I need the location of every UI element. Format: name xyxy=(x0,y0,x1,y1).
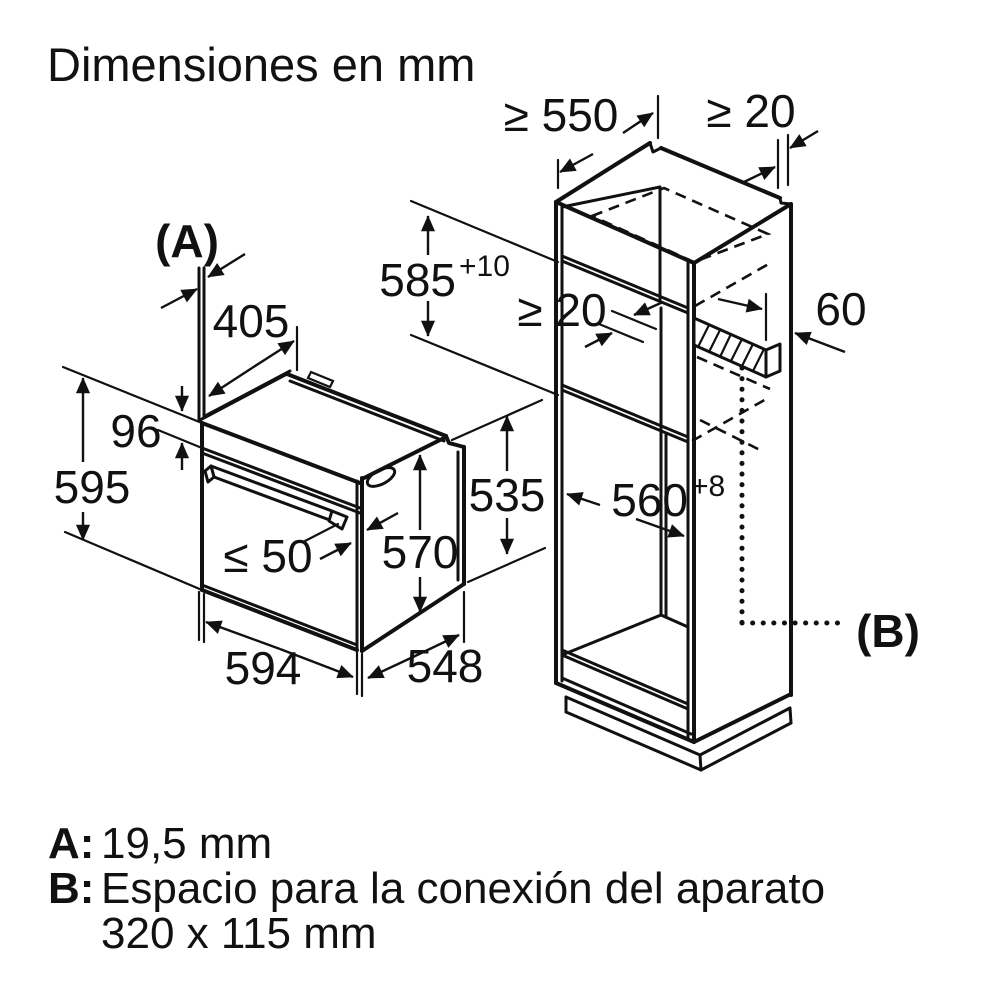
dim-label-595: 595 xyxy=(54,461,131,513)
dim-label-a: (A) xyxy=(155,215,219,267)
cabinet-dimensions: ≥ 550 ≥ 20 585 +10 ≥ 20 60 560 +8 (B) xyxy=(379,85,920,657)
legend-a-value: 19,5 mm xyxy=(101,819,272,868)
dim-label-20-wall: ≥ 20 xyxy=(706,85,795,137)
oven-dimensions: (A) 405 96 595 ≤ 50 570 535 xyxy=(54,215,547,698)
legend-b-value: Espacio para la conexión del aparato xyxy=(101,864,825,913)
dim-label-570: 570 xyxy=(382,526,459,578)
dim-label-96: 96 xyxy=(110,405,161,457)
dim-label-b: (B) xyxy=(856,605,920,657)
page-title: Dimensiones en mm xyxy=(47,38,475,91)
cabinet-drawing xyxy=(554,141,793,772)
oven-drawing xyxy=(198,369,466,653)
legend-b-key: B: xyxy=(48,864,94,913)
dim-label-20-back: ≥ 20 xyxy=(517,284,606,336)
connection-space-hatch xyxy=(692,316,782,379)
dim-label-560: 560 xyxy=(611,474,688,526)
dim-label-60: 60 xyxy=(815,283,866,335)
legend: A: 19,5 mm B: Espacio para la conexión d… xyxy=(48,819,825,958)
legend-b-value-2: 320 x 115 mm xyxy=(101,909,377,958)
dim-label-594: 594 xyxy=(225,642,302,694)
dim-label-548: 548 xyxy=(407,640,484,692)
dim-label-585: 585 xyxy=(379,254,456,306)
dim-label-550: ≥ 550 xyxy=(504,89,619,141)
dim-label-585-tol: +10 xyxy=(459,250,510,283)
legend-a-key: A: xyxy=(48,819,94,868)
dim-label-560-tol: +8 xyxy=(691,470,725,503)
dim-label-405: 405 xyxy=(213,295,290,347)
dim-label-535: 535 xyxy=(469,469,546,521)
dim-label-50: ≤ 50 xyxy=(223,530,312,582)
